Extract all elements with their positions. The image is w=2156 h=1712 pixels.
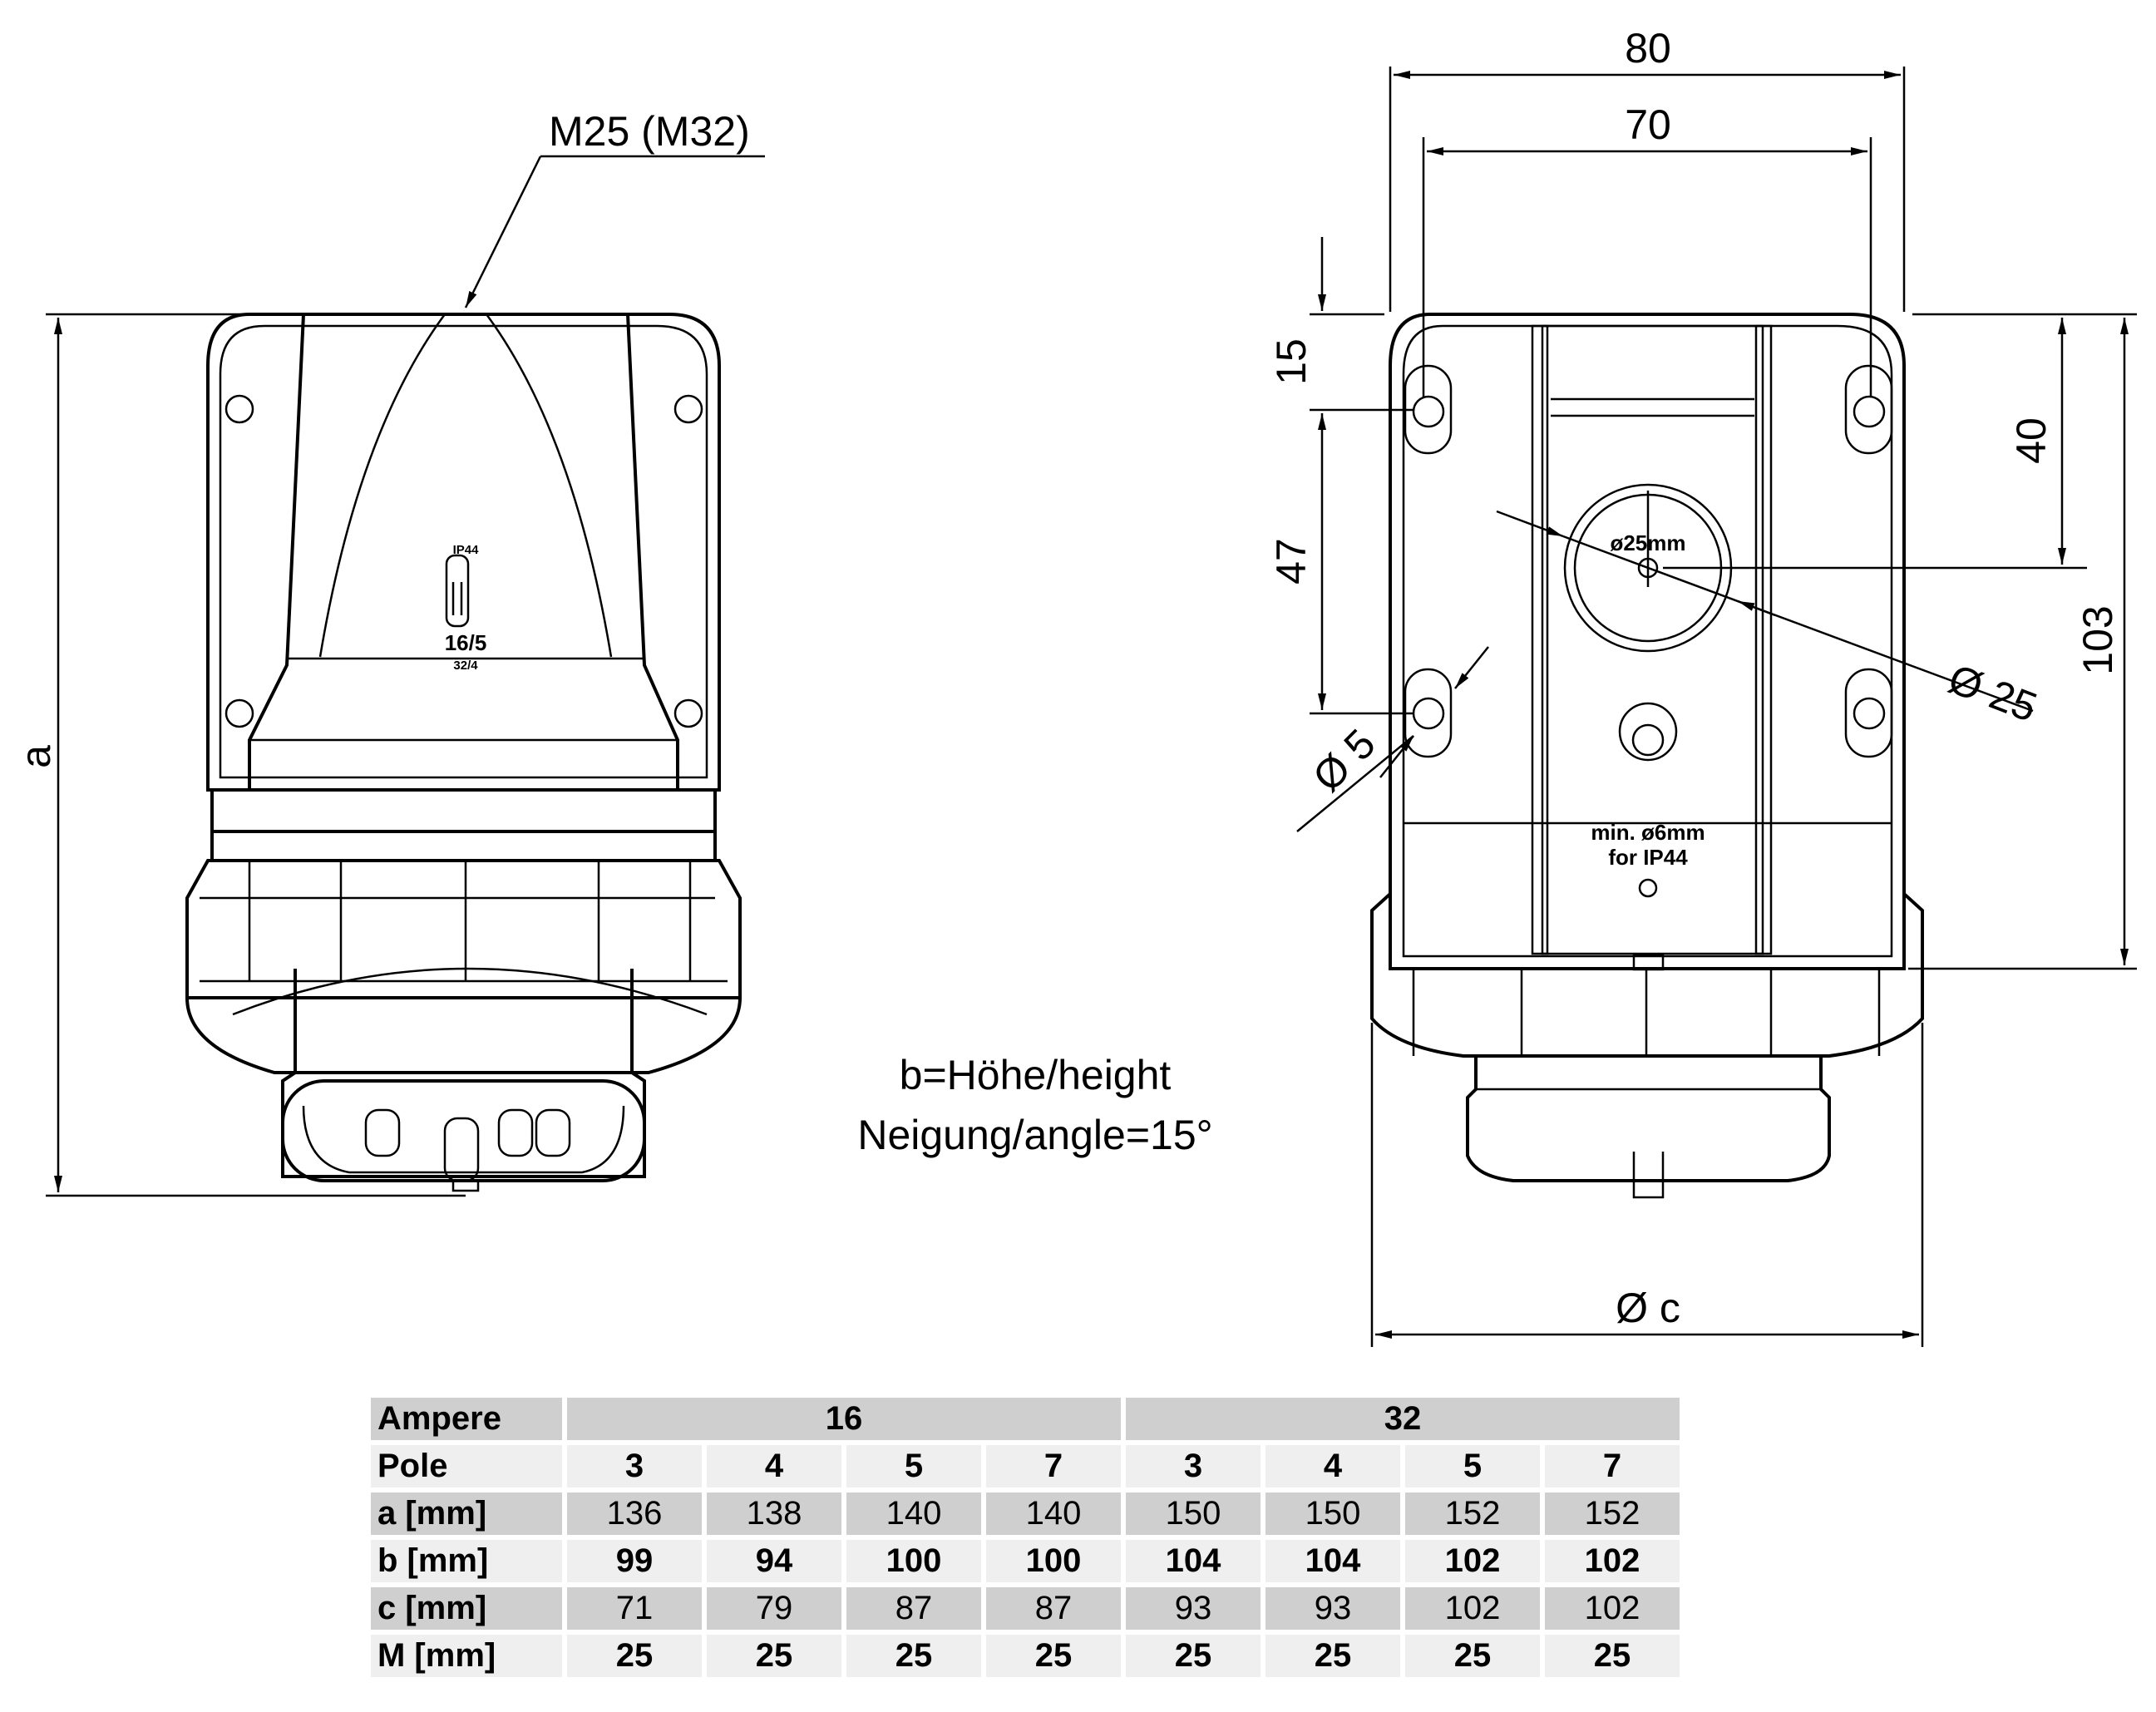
technical-drawing: IP44 16/5 32/4 a M25 (M32) [12,25,2137,1347]
cell: 150 [1265,1492,1400,1535]
cell: 140 [846,1492,981,1535]
dim-hole-dia: Ø 5 [1304,720,1384,801]
cell: 104 [1265,1540,1400,1582]
row-header-a: a [mm] [371,1492,562,1535]
cell: 102 [1545,1587,1680,1630]
height-label-a: a [12,745,59,768]
header-ampere-16: 16 [567,1398,1121,1440]
cell: 25 [707,1635,841,1677]
cell: 3 [1126,1445,1261,1488]
rating-mark: 16/5 [445,630,487,655]
cell: 5 [846,1445,981,1488]
dimension-table: Ampere 16 32 Pole 3 4 5 7 3 4 5 7 a [mm]… [366,1393,1685,1682]
cell: 102 [1545,1540,1680,1582]
cell: 99 [567,1540,702,1582]
cell: 25 [986,1635,1121,1677]
cell: 152 [1405,1492,1540,1535]
dim-47: 47 [1268,538,1315,585]
cell: 25 [1405,1635,1540,1677]
cell: 102 [1405,1540,1540,1582]
cell: 93 [1265,1587,1400,1630]
center-mark: ø25mm [1610,530,1685,555]
cell: 140 [986,1492,1121,1535]
dim-70: 70 [1625,101,1671,148]
cell: 4 [707,1445,841,1488]
cell: 25 [1545,1635,1680,1677]
cell: 25 [567,1635,702,1677]
cell: 93 [1126,1587,1261,1630]
note-height: b=Höhe/height [900,1052,1172,1098]
cell: 100 [846,1540,981,1582]
table-row-a: a [mm] 136 138 140 140 150 150 152 152 [371,1492,1680,1535]
ip-mark: IP44 [453,543,480,557]
cell: 4 [1265,1445,1400,1488]
cell: 102 [1405,1587,1540,1630]
dim-40: 40 [2008,417,2055,464]
cell: 5 [1405,1445,1540,1488]
cell: 87 [986,1587,1121,1630]
cell: 25 [846,1635,981,1677]
dim-103: 103 [2075,605,2121,674]
side-view: IP44 16/5 32/4 a M25 (M32) [12,108,765,1197]
rating-marking: IP44 16/5 32/4 [445,543,487,673]
dim-center-dia: Ø 25 [1942,655,2043,731]
cell: 152 [1545,1492,1680,1535]
table-row-pole: Pole 3 4 5 7 3 4 5 7 [371,1445,1680,1488]
rating-mark-small: 32/4 [453,659,478,673]
thread-label: M25 (M32) [549,108,750,155]
table-row-ampere: Ampere 16 32 [371,1398,1680,1440]
cell: 25 [1265,1635,1400,1677]
cell: 104 [1126,1540,1261,1582]
header-ampere-32: 32 [1126,1398,1680,1440]
cell: 87 [846,1587,981,1630]
table-row-m: M [mm] 25 25 25 25 25 25 25 25 [371,1635,1680,1677]
cell: 79 [707,1587,841,1630]
cell: 3 [567,1445,702,1488]
row-header-pole: Pole [371,1445,562,1488]
dim-80: 80 [1625,25,1671,72]
cell: 138 [707,1492,841,1535]
row-header-b: b [mm] [371,1540,562,1582]
row-header-ampere: Ampere [371,1398,562,1440]
front-view: ø25mm min. ø6mm for IP44 80 70 15 4 [1268,25,2137,1347]
dim-15: 15 [1268,338,1315,385]
row-header-m: M [mm] [371,1635,562,1677]
cell: 25 [1126,1635,1261,1677]
cell: 150 [1126,1492,1261,1535]
cell: 7 [1545,1445,1680,1488]
note-angle: Neigung/angle=15° [857,1112,1212,1158]
table-row-c: c [mm] 71 79 87 87 93 93 102 102 [371,1587,1680,1630]
dim-diameter-c: Ø c [1616,1285,1680,1331]
cell: 136 [567,1492,702,1535]
seal-note-2: for IP44 [1608,845,1688,870]
cell: 7 [986,1445,1121,1488]
cell: 100 [986,1540,1121,1582]
row-header-c: c [mm] [371,1587,562,1630]
cell: 71 [567,1587,702,1630]
cell: 94 [707,1540,841,1582]
table-row-b: b [mm] 99 94 100 100 104 104 102 102 [371,1540,1680,1582]
